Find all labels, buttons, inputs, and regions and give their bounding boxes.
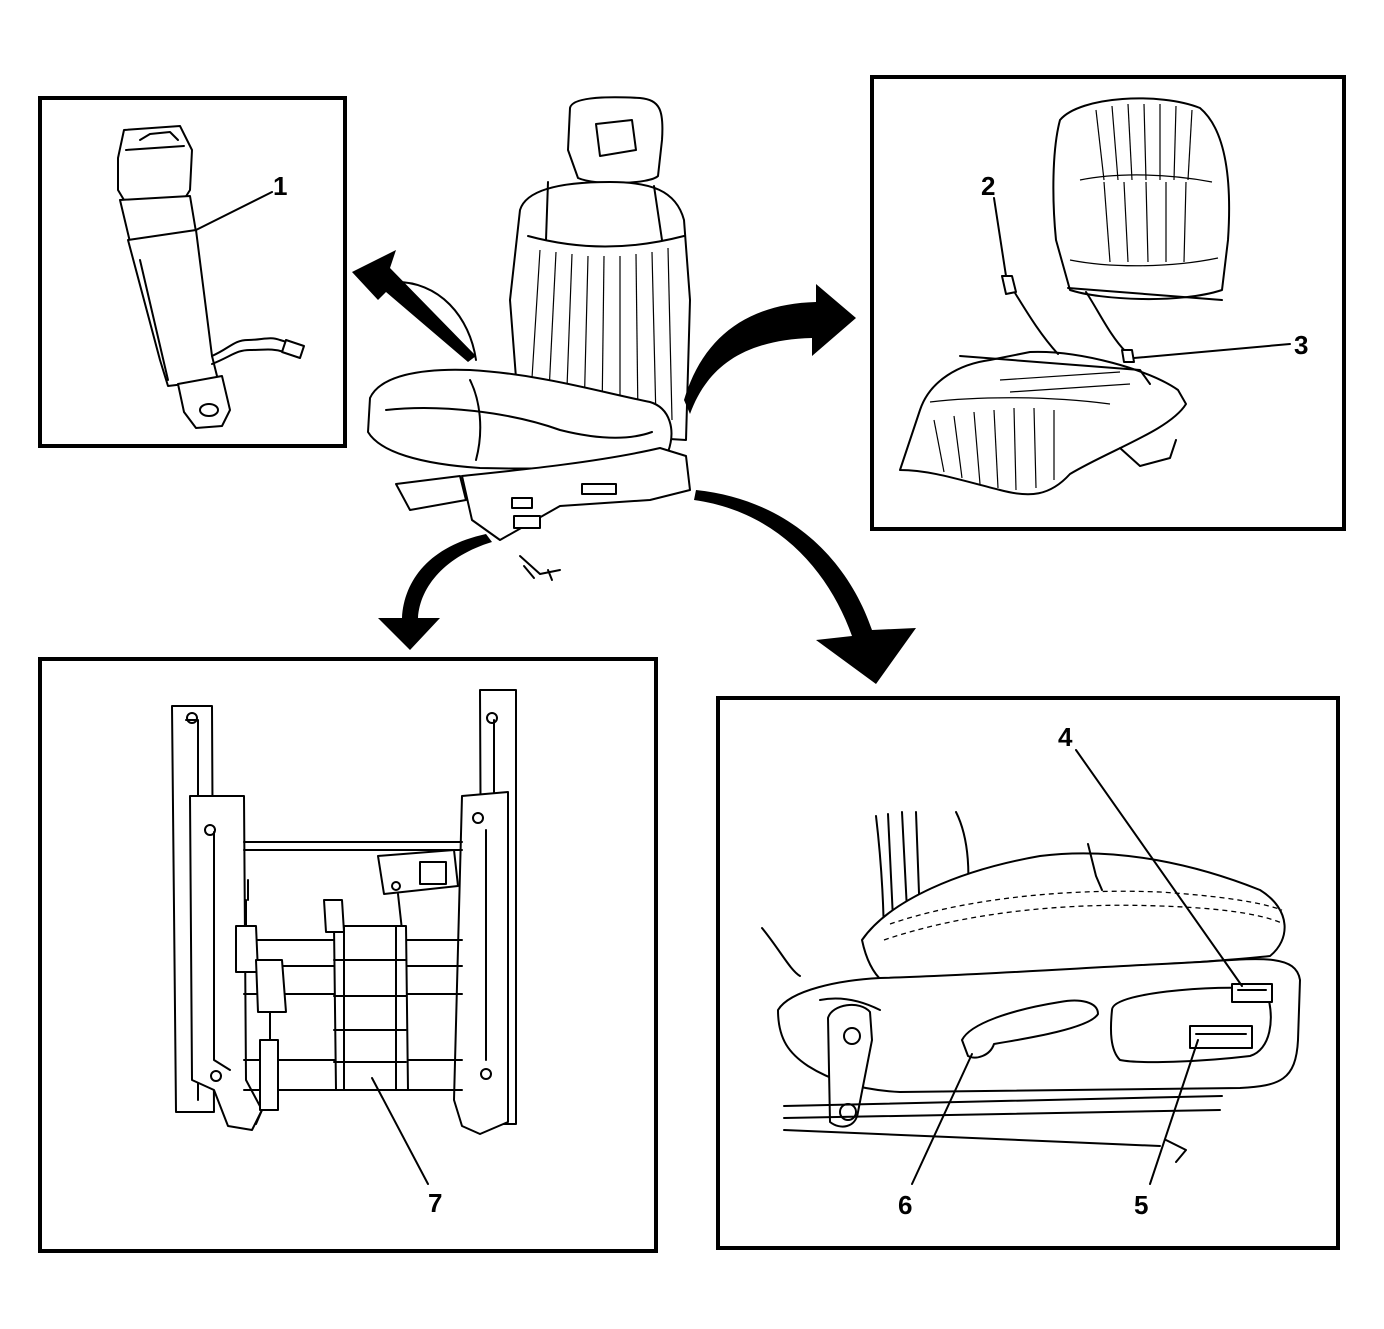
callout-6: 6 — [898, 1190, 912, 1220]
callout-1: 1 — [273, 171, 287, 201]
arrow-to-buckle — [352, 250, 477, 362]
leader-line-4 — [1075, 749, 1243, 987]
leader-line-3 — [1133, 343, 1291, 359]
seat-belt-buckle-panel: 1 — [38, 96, 347, 448]
leader-line-6 — [911, 1053, 973, 1185]
callout-3: 3 — [1294, 330, 1308, 360]
arrow-to-cover — [684, 284, 856, 414]
leader-line-1 — [195, 191, 273, 231]
seat-switch-panel: 4 5 6 — [716, 696, 1340, 1250]
leader-line-5 — [1149, 1039, 1199, 1185]
seat-adjuster-panel: 7 — [38, 657, 658, 1253]
seat-adjuster-frame-icon — [171, 689, 517, 1135]
leader-line-7 — [371, 1077, 429, 1185]
arrow-to-adjuster — [378, 534, 492, 650]
leader-line-2 — [993, 197, 1007, 277]
seat-cover-icon — [899, 97, 1231, 496]
callout-4: 4 — [1058, 722, 1073, 752]
seat-assembly-illustration — [367, 96, 691, 581]
callout-2: 2 — [981, 171, 995, 201]
callout-7: 7 — [428, 1188, 442, 1218]
callout-5: 5 — [1134, 1190, 1148, 1220]
seat-switch-icon — [761, 811, 1301, 1163]
seat-belt-buckle-icon — [117, 125, 305, 429]
arrow-to-switch — [694, 490, 916, 684]
seat-cover-panel: 2 3 — [870, 75, 1346, 531]
